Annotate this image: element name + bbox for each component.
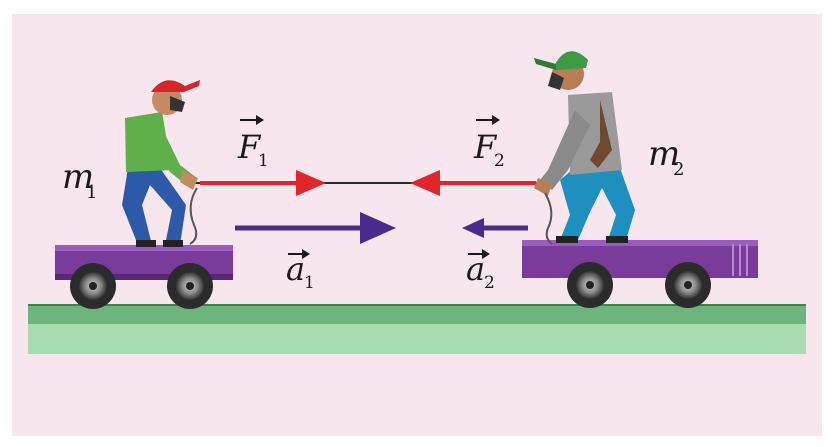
svg-text:1: 1: [258, 151, 269, 171]
wheel: [70, 263, 116, 309]
svg-text:1: 1: [304, 273, 315, 293]
label-m2: m 2: [648, 134, 684, 180]
svg-text:2: 2: [673, 159, 684, 180]
svg-text:2: 2: [484, 273, 495, 293]
svg-text:2: 2: [494, 151, 505, 171]
ground: [28, 305, 806, 354]
wheel: [167, 263, 213, 309]
label-m1: m 1: [62, 157, 97, 203]
wheel: [567, 262, 613, 308]
wheel: [665, 262, 711, 308]
svg-text:1: 1: [86, 182, 97, 203]
